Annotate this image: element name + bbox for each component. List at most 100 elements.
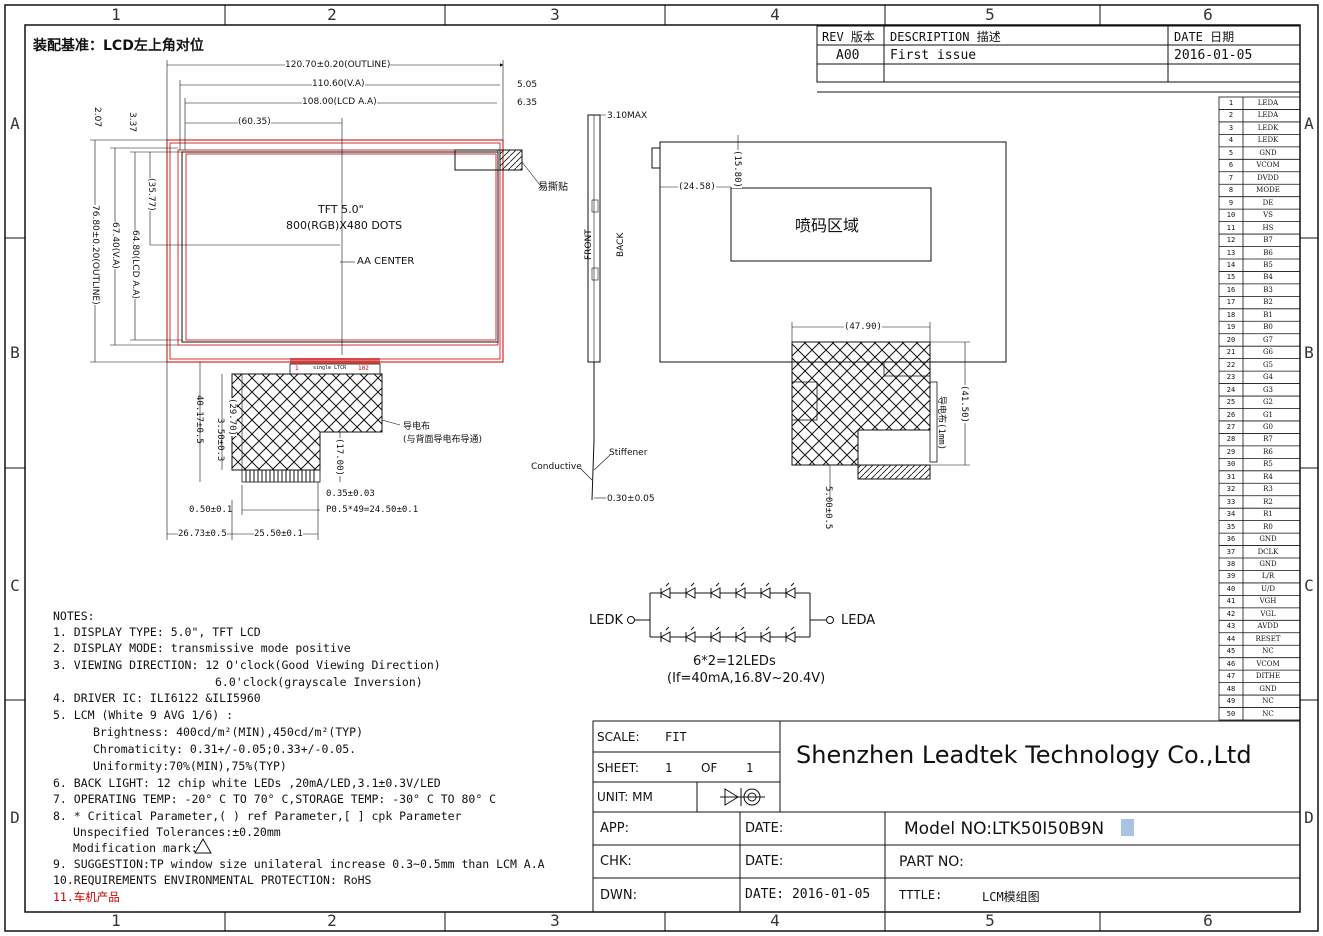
lcd-type-label: TFT 5.0" [318,203,364,216]
zone-row-d: D [10,808,20,827]
zone-row-c: C [10,576,20,595]
led-diode-icon [684,631,696,643]
pin-number: 26 [1226,410,1236,419]
dim-6035: (60.35) [238,117,271,127]
note-8-modification: Modification mark: [73,841,198,855]
zone-row-d-right: D [1304,808,1314,827]
pin-number: 2 [1228,111,1234,120]
zone-row-b: B [10,343,20,362]
zone-col-5: 5 [985,5,995,24]
pin-number: 5 [1228,148,1234,157]
front-label: FRONT [584,229,594,260]
pin-signal: L/R [1261,572,1275,581]
zone-row-c-right: C [1304,576,1314,595]
zone-col-3: 3 [550,5,560,24]
model-number[interactable]: Model NO:LTK50I50B9N [904,819,1105,839]
pin-signal: R1 [1263,510,1273,519]
led-diode-icon [759,631,771,643]
dim-aa-height: 64.80(LCD A.A) [130,230,140,299]
pin-number: 18 [1226,310,1236,319]
front-view [90,60,541,540]
dwn-date: DATE: 2016-01-05 [745,887,871,902]
dim-337: 3.37 [127,112,137,133]
pin-number: 1 [1228,99,1234,107]
dim-pitch: P0.5*49=24.50±0.1 [326,505,419,515]
back-view [651,135,1007,500]
dim-207: 2.07 [92,107,102,128]
title-block [592,720,1301,913]
conductive-cloth-note: (与背面导电布导通) [403,435,483,445]
led-schematic [627,582,834,643]
led-diode-icon [659,587,671,599]
zone-col-1: 1 [111,5,121,24]
pin-signal: LEDK [1257,136,1279,145]
rev-row-desc: First issue [890,48,977,63]
code-area-label: 喷码区域 [795,216,860,235]
pin-signal: R7 [1263,435,1273,444]
modification-mark-icon [194,837,212,854]
pin-signal: B1 [1263,310,1273,319]
note-8-tolerance: Unspecified Tolerances:±0.20mm [73,825,281,839]
pin-signal: G6 [1262,348,1274,357]
pin-signal: G7 [1262,335,1274,344]
dim-2673: 26.73±0.5 [178,529,227,539]
pin-signal: LEDK [1257,123,1279,132]
pin-number: 6 [1228,161,1234,170]
pin-number: 4 [1228,136,1234,145]
pin-signal: GND [1259,560,1277,569]
pin-number: 46 [1226,659,1236,668]
fpc-marking: single LTCR [313,365,347,371]
pin-signal: G0 [1262,422,1274,431]
led-emission-arrow [790,582,795,587]
title-label: TTTLE: [899,888,943,902]
dim-350: 3.50±0.3 [215,418,225,462]
unit-label: UNIT: MM [597,790,653,804]
dim-outline-height: 76.80±0.20(OUTLINE) [90,205,100,305]
dim-outline-width: 120.70±0.20(OUTLINE) [285,60,391,70]
zone-row-b-right: B [1304,343,1314,362]
pin-signal: HS [1262,223,1274,232]
zone-col-5-bottom: 5 [985,911,995,930]
led-emission-arrow [690,582,695,587]
pin-signal: G3 [1262,385,1274,394]
led-diode-icon [759,587,771,599]
dim-va-height: 67.40(V.A) [110,222,120,269]
pin-signal: RESET [1255,634,1281,643]
pin-number: 43 [1226,622,1236,631]
note-2: 2. DISPLAY MODE: transmissive mode posit… [53,641,351,655]
pin-signal: B3 [1263,285,1273,294]
pin-number: 9 [1228,198,1234,207]
dim-035: 0.35±0.03 [326,489,375,499]
led-emission-arrow [740,626,745,631]
dim-4017: 40.17±0.5 [194,395,204,444]
pin-number: 25 [1226,398,1236,407]
chk-label: CHK: [600,854,632,869]
led-emission-arrow [690,626,695,631]
led-emission-arrow [715,626,720,631]
pin-signal: B4 [1263,273,1273,282]
pin-signal: R3 [1263,485,1273,494]
led-emission-arrow [715,582,720,587]
dim-va-width: 110.60(V.A) [312,79,365,89]
pin-number: 10 [1226,211,1236,220]
sheet-of: OF [701,761,718,775]
pin-number: 29 [1226,447,1236,456]
pin-number: 33 [1226,497,1236,506]
pin-number: 32 [1226,485,1236,494]
pin-number: 38 [1226,560,1236,569]
rev-header-date: DATE 日期 [1174,30,1235,44]
conductive-label: Conductive [531,462,582,472]
note-10: 10.REQUIREMENTS ENVIRONMENTAL PROTECTION… [53,873,372,887]
rev-row-date: 2016-01-05 [1174,48,1253,63]
pin-signal: AVDD [1257,622,1279,631]
dwn-label: DWN: [600,888,637,903]
pin-signal: B2 [1263,298,1273,307]
aa-center-label: AA CENTER [357,256,415,267]
dim-2970: (29.70) [227,398,237,436]
pin-signal: VGL [1260,609,1276,618]
lcd-resolution-label: 800(RGB)X480 DOTS [286,219,403,232]
pin-signal: NC [1262,709,1274,718]
pin-number: 49 [1226,697,1236,706]
pin-number: 22 [1226,360,1236,369]
